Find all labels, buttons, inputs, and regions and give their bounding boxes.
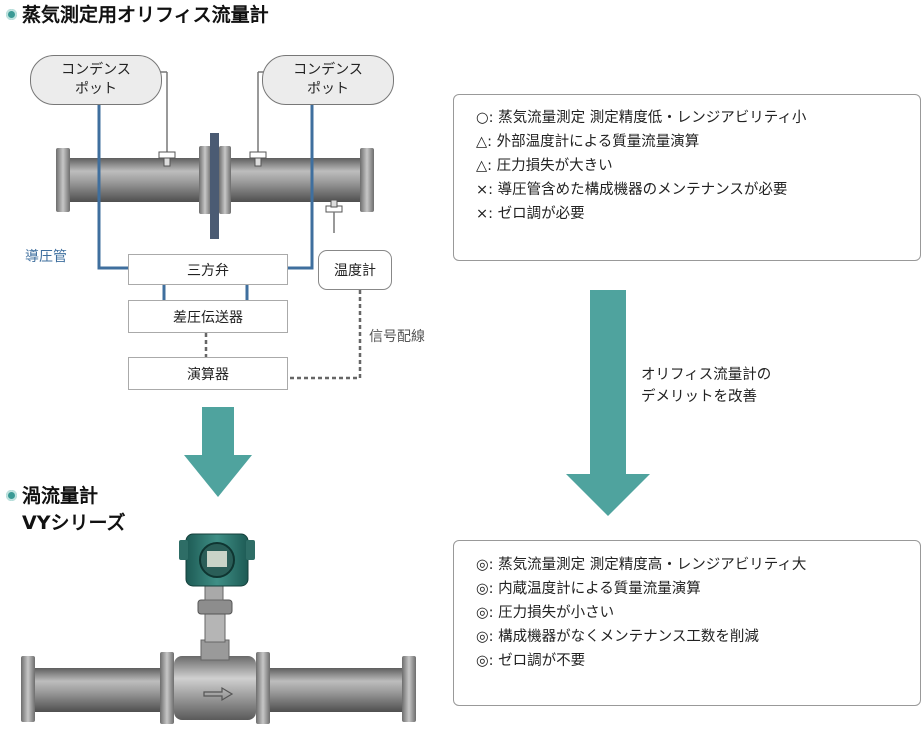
arrow-down-right bbox=[566, 290, 650, 516]
condense-pot-left: コンデンス ポット bbox=[30, 55, 162, 105]
improvement-label-line2: デメリットを改善 bbox=[641, 389, 757, 405]
condense-pot-right-line2: ポット bbox=[307, 81, 349, 97]
improvement-label-line1: オリフィス流量計の bbox=[641, 367, 772, 383]
orifice-section-title: 蒸気測定用オリフィス流量計 bbox=[6, 3, 269, 27]
orifice-note-3: △: 圧力損失が大きい bbox=[476, 158, 613, 174]
condense-pot-left-line2: ポット bbox=[75, 81, 117, 97]
pressure-tap-left bbox=[158, 71, 176, 167]
vortex-title-line2: VYシリーズ bbox=[22, 512, 126, 534]
orifice-note-4: ×: 導圧管含めた構成機器のメンテナンスが必要 bbox=[476, 182, 788, 198]
orifice-note-2: △: 外部温度計による質量流量演算 bbox=[476, 134, 700, 150]
orifice-notes-box: ○: 蒸気流量測定 測定精度低・レンジアビリティ小 △: 外部温度計による質量流… bbox=[453, 94, 921, 261]
orifice-plate bbox=[210, 133, 219, 239]
condense-pot-right-line1: コンデンス bbox=[293, 62, 363, 78]
vortex-section-title: 渦流量計 bbox=[6, 484, 98, 508]
signal-wiring bbox=[204, 290, 362, 380]
vortex-notes-box: ◎: 蒸気流量測定 測定精度高・レンジアビリティ大 ◎: 内蔵温度計による質量流… bbox=[453, 540, 921, 706]
vortex-note-4: ◎: 構成機器がなくメンテナンス工数を削減 bbox=[476, 629, 759, 645]
calculator-label: 演算器 bbox=[187, 366, 229, 383]
condense-pot-right: コンデンス ポット bbox=[262, 55, 394, 105]
orifice-title-text: 蒸気測定用オリフィス流量計 bbox=[22, 4, 269, 26]
bullet-dot-icon bbox=[6, 9, 17, 20]
orifice-note-1: ○: 蒸気流量測定 測定精度低・レンジアビリティ小 bbox=[476, 110, 807, 126]
dp-transmitter-label: 差圧伝送器 bbox=[173, 309, 243, 326]
vortex-note-5: ◎: ゼロ調が不要 bbox=[476, 653, 586, 669]
temperature-tap bbox=[325, 199, 343, 233]
vortex-note-2: ◎: 内蔵温度計による質量流量演算 bbox=[476, 581, 701, 597]
vortex-pipe bbox=[21, 652, 416, 724]
vortex-flowmeter bbox=[174, 533, 256, 720]
orifice-pipe bbox=[56, 146, 374, 214]
improvement-label: オリフィス流量計の デメリットを改善 bbox=[641, 364, 771, 408]
signal-wiring-label: 信号配線 bbox=[369, 329, 425, 345]
three-way-valve-label: 三方弁 bbox=[187, 262, 229, 279]
condense-pot-left-line1: コンデンス bbox=[61, 62, 131, 78]
temperature-gauge-label: 温度計 bbox=[334, 263, 376, 279]
vortex-note-1: ◎: 蒸気流量測定 測定精度高・レンジアビリティ大 bbox=[476, 557, 807, 573]
temperature-gauge-box: 温度計 bbox=[318, 250, 392, 290]
impulse-line-label: 導圧管 bbox=[25, 249, 67, 265]
three-way-valve-box: 三方弁 bbox=[128, 254, 288, 285]
impulse-lines bbox=[97, 105, 314, 300]
orifice-note-5: ×: ゼロ調が必要 bbox=[476, 206, 585, 222]
dp-transmitter-box: 差圧伝送器 bbox=[128, 300, 288, 333]
calculator-box: 演算器 bbox=[128, 357, 288, 390]
vortex-title-line1: 渦流量計 bbox=[22, 485, 99, 507]
vortex-note-3: ◎: 圧力損失が小さい bbox=[476, 605, 615, 621]
arrow-down-left bbox=[184, 407, 252, 497]
bullet-dot-icon bbox=[6, 490, 17, 501]
